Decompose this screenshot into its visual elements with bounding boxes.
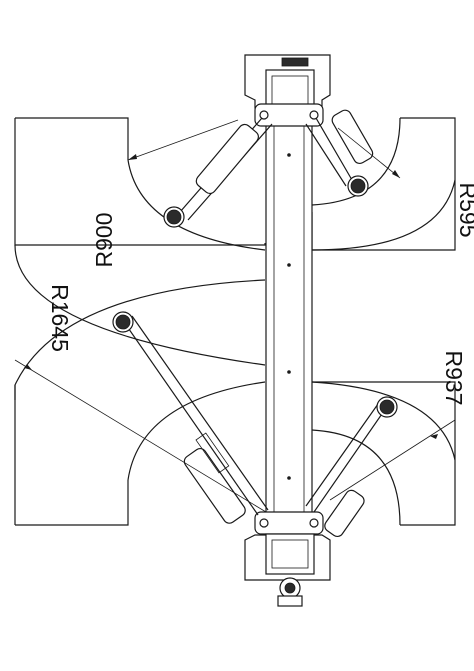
center-beam (265, 111, 313, 523)
label-r900: R900 (91, 213, 117, 268)
arm-lower-left (112, 311, 269, 524)
label-r1645: R1645 (47, 284, 73, 352)
bottom-post (244, 511, 331, 607)
arm-upper-left (163, 117, 273, 228)
arm-lower-right (305, 396, 398, 538)
arm-upper-right (305, 109, 374, 197)
leader-lines (14, 119, 456, 513)
label-r937: R937 (441, 351, 467, 406)
label-r595: R595 (455, 183, 474, 238)
top-post (244, 54, 331, 127)
swing-arcs (14, 117, 456, 526)
